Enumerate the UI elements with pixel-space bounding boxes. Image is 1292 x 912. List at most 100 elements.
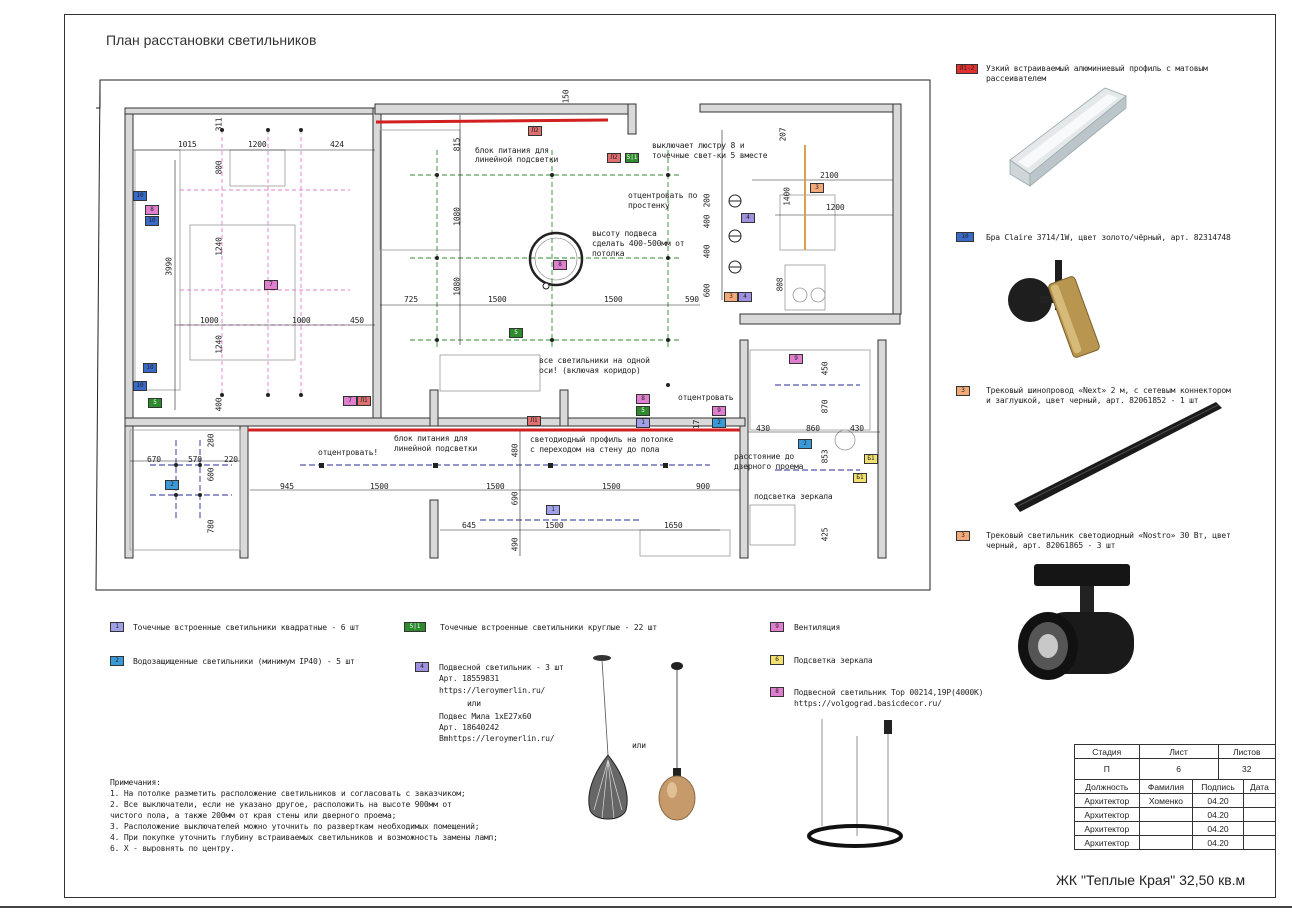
dim: 480 (510, 443, 520, 458)
label-led-profile: светодиодный профиль на потолке с перехо… (530, 435, 674, 454)
project-name: ЖК "Теплые Края" 32,50 кв.м (1056, 872, 1246, 888)
label-hang-height: высоту подвеса сделать 400-500мм от пото… (592, 229, 685, 258)
dim: 600 (702, 283, 712, 298)
tag-bra-3: 10 (143, 363, 157, 373)
tag-l1b: Л1 (527, 416, 541, 426)
tag-pendant: 4 (741, 213, 755, 223)
label-switch-note: выключает люстру 8 и точечные свет-ки 5 … (652, 141, 768, 160)
legend-text-6: Подсветка зеркала (794, 656, 873, 665)
tag-bra-1: 10 (133, 191, 147, 201)
stamp-sheets: 32 (1217, 758, 1277, 780)
note-5: 6. Х - выровнять по центру. (110, 844, 235, 853)
legend-4-art: Арт. 18559831 (439, 674, 500, 683)
stamp-col-date: Дата (1242, 779, 1277, 794)
legend-swatch-1: 1 (110, 622, 124, 632)
dim: 870 (820, 399, 830, 414)
stamp-row3-sign: 04.20 (1192, 821, 1244, 836)
stamp-row2-sign: 04.20 (1192, 807, 1244, 822)
dim: 1500 (602, 482, 621, 491)
stamp-row4-date (1242, 835, 1277, 850)
stamp-row1-date (1242, 793, 1277, 808)
dim: 1240 (214, 237, 224, 256)
tag-pink-center: 7 (264, 280, 278, 290)
dim: 3990 (164, 257, 174, 276)
legend-4-mila: Подвес Мила 1хE27х60 (439, 712, 532, 721)
product-text-2: Бра Claire 3714/1W, цвет золото/чёрный, … (986, 233, 1231, 242)
tag-wc: 2 (165, 480, 179, 490)
label-center-2: отцентровать! (318, 448, 379, 457)
product-text-4: Трековый светильник светодиодный «Nostro… (986, 531, 1231, 550)
product-text-1: Узкий встраиваемый алюминиевый профиль с… (986, 64, 1208, 83)
stamp-stage: П (1074, 758, 1140, 780)
dim: 1240 (214, 335, 224, 354)
stamp-sheet: 6 (1138, 758, 1219, 780)
dim: 725 (404, 295, 418, 304)
legend-text-9: Вентиляция (794, 623, 841, 632)
or-between-images: или (632, 741, 646, 750)
tag-mirror-2: Б1 (853, 473, 867, 483)
tag-hall-c: 1 (636, 418, 650, 428)
dim: 600 (206, 467, 216, 482)
dim: 1000 (292, 316, 311, 325)
page-title: План расстановки светильников (106, 32, 317, 48)
label-one-axis: все светильники на одной оси! (включая к… (539, 356, 650, 375)
dim: 425 (820, 527, 830, 542)
dim: 1500 (488, 295, 507, 304)
stamp-row2-name (1138, 807, 1194, 822)
stamp-row1-sign: 04.20 (1192, 793, 1244, 808)
note-1: 1. На потолке разметить расположение све… (110, 789, 466, 798)
product-text-3: Трековый шинопровод «Next» 2 м, с сетевы… (986, 386, 1231, 405)
floor-plan (95, 79, 931, 591)
dim: 900 (696, 482, 710, 491)
dim: 570 (188, 455, 202, 464)
dim: 150 (561, 89, 571, 104)
dim: 1080 (452, 277, 462, 296)
aluminium-profile-image (1009, 87, 1127, 187)
tag-kitchen-b: 4 (738, 292, 752, 302)
dim: 400 (702, 214, 712, 229)
tag-pink-a: 8 (145, 205, 159, 215)
tag-bath-c: 2 (798, 439, 812, 449)
legend-4-link: https://leroymerlin.ru/ (439, 686, 546, 695)
dim: 400 (214, 397, 224, 412)
dim: 815 (452, 137, 462, 152)
stamp-row2-pos: Архитектор (1074, 807, 1140, 822)
bottom-border (0, 906, 1292, 908)
note-4: 4. При покупке уточнить глубину встраива… (110, 833, 498, 842)
dim: 1200 (248, 140, 267, 149)
dim: 800 (214, 160, 224, 175)
tag-green-2: 5 (148, 398, 162, 408)
dim: 424 (330, 140, 344, 149)
legend-swatch-4: 4 (415, 662, 429, 672)
tag-pink-b: 7 (343, 396, 357, 406)
label-door-dist: расстояние до дверного проема (734, 452, 804, 471)
stamp-h-sheet: Лист (1138, 744, 1219, 759)
legend-swatch-6: 6 (770, 655, 784, 665)
dim: 1080 (452, 207, 462, 226)
dim: 1015 (178, 140, 197, 149)
title-block: Стадия Лист Листов П 6 32 Должность Фами… (1074, 744, 1277, 850)
dim: 17 (692, 419, 702, 430)
tag-mirror-1: Б1 (864, 454, 878, 464)
label-power-top: блок питания для линейной подсветки (475, 146, 559, 164)
tag-hall-b: 5 (636, 406, 650, 416)
stamp-row3-name (1138, 821, 1194, 836)
dim: 860 (806, 424, 820, 433)
stamp-row3-pos: Архитектор (1074, 821, 1140, 836)
legend-swatch-8: 8 (770, 687, 784, 697)
legend-4-art2: Арт. 18640242 (439, 723, 500, 732)
ring-chandelier-image (807, 719, 903, 848)
dim: 430 (756, 424, 770, 433)
tag-bra-4: 10 (133, 381, 147, 391)
dim: 200 (702, 193, 712, 208)
dim: 945 (280, 482, 294, 491)
dim: 1500 (486, 482, 505, 491)
tag-hall-d: 1 (546, 505, 560, 515)
dim: 808 (775, 277, 785, 292)
stamp-row4-pos: Архитектор (1074, 835, 1140, 850)
legend-swatch-5: 5|1 (404, 622, 426, 632)
legend-8-link: https://volgograd.basicdecor.ru/ (794, 699, 942, 708)
label-power-bottom: блок питания для линейной подсветки (394, 434, 478, 453)
legend-text-5: Точечные встроенные светильники круглые … (440, 623, 657, 632)
dim: 670 (147, 455, 161, 464)
